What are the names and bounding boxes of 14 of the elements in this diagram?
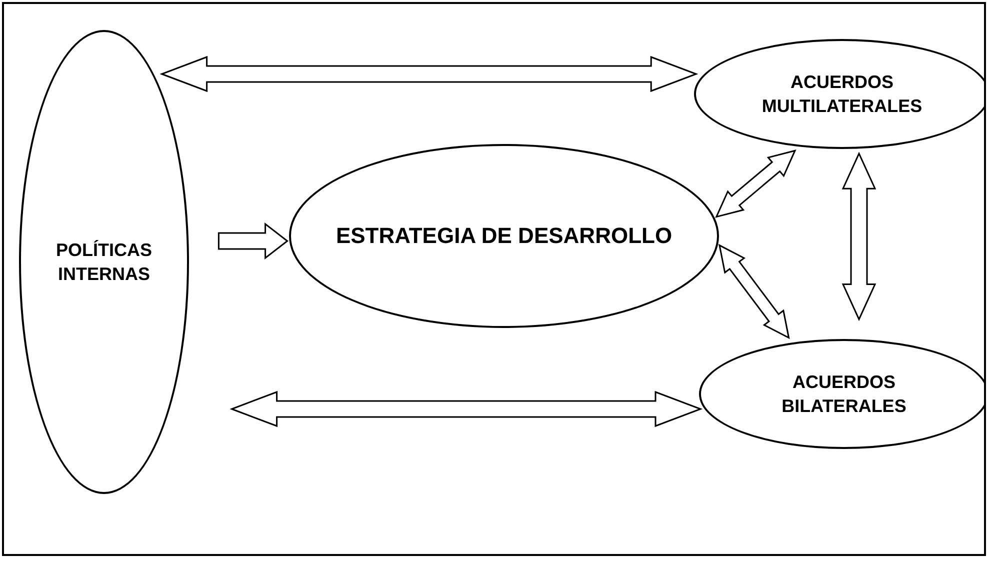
node-label: ACUERDOS MULTILATERALES [760, 70, 924, 118]
node-label: POLÍTICAS INTERNAS [54, 238, 153, 286]
ellipse-node [289, 144, 719, 328]
block-arrow [715, 149, 796, 218]
block-arrow [842, 152, 876, 322]
block-arrow [718, 244, 790, 340]
ellipse-node [19, 30, 189, 494]
ellipse-node [699, 339, 984, 449]
block-arrow [230, 390, 703, 428]
block-arrow [218, 222, 289, 260]
block-arrow [160, 56, 698, 92]
ellipse-node [694, 39, 984, 149]
node-label: ACUERDOS BILATERALES [780, 370, 908, 418]
node-label: ESTRATEGIA DE DESARROLLO [334, 222, 674, 250]
